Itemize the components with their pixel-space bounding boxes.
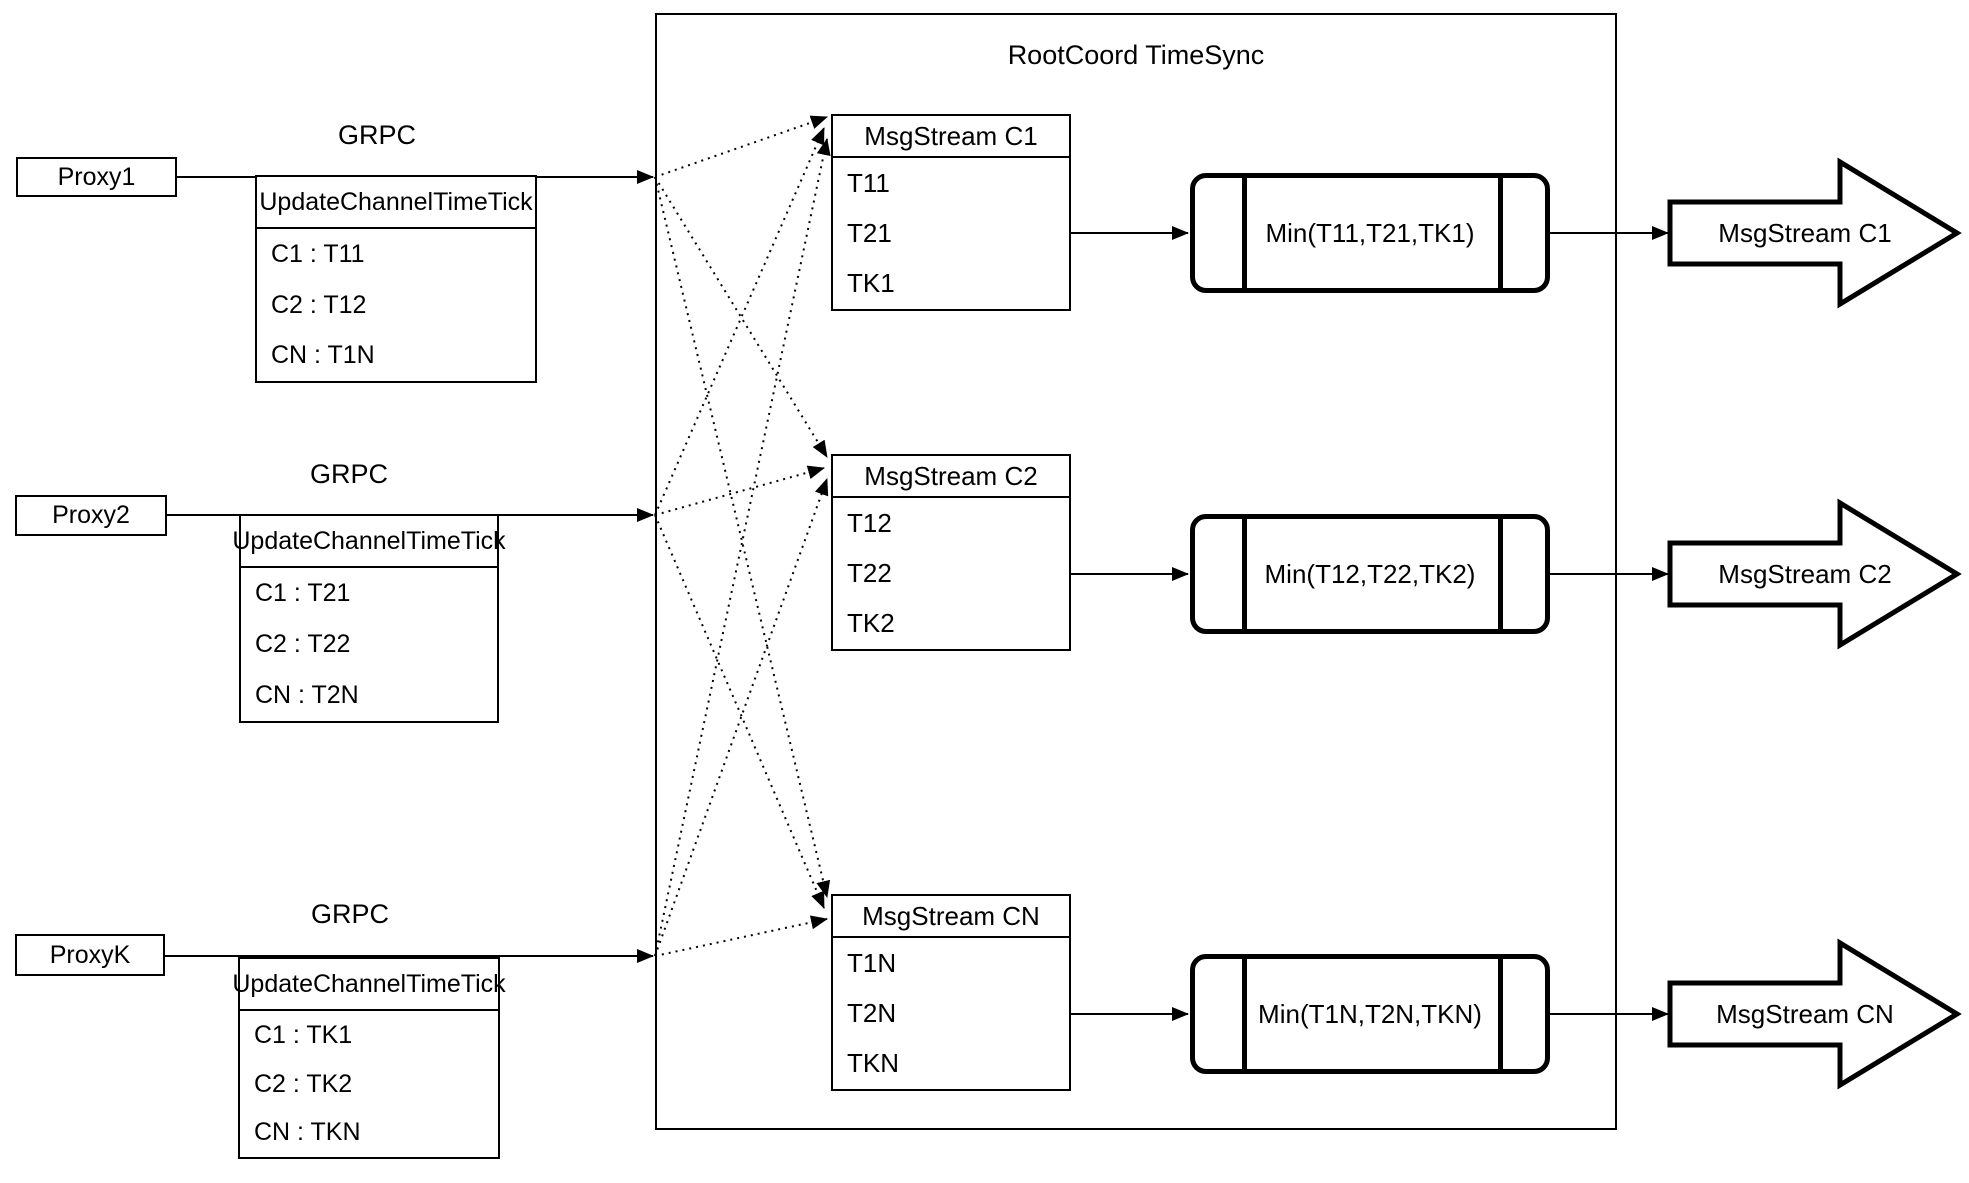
min-label: Min(T12,T22,TK2)	[1264, 558, 1476, 589]
table-row: C1 : T21	[255, 579, 351, 607]
table-header: UpdateChannelTimeTick	[257, 177, 535, 229]
table-row: C1 : T11	[271, 239, 365, 268]
output-arrow-shape-cn	[1667, 938, 1962, 1090]
table-row: C2 : TK2	[254, 1069, 353, 1098]
table-row: C1 : TK1	[254, 1020, 353, 1049]
min-box-c2: Min(T12,T22,TK2)	[1190, 514, 1550, 634]
proxy2-label: Proxy2	[52, 501, 130, 529]
table-row: TKN	[847, 1048, 899, 1079]
table-row: T22	[847, 557, 892, 588]
proxy1-box: Proxy1	[16, 157, 177, 197]
proxyk-label: ProxyK	[49, 940, 131, 969]
rootcoord-container	[655, 13, 1617, 1130]
table-header: MsgStream C2	[833, 456, 1069, 498]
msgstream-c1-table: MsgStream C1 T11 T21 TK1	[831, 114, 1071, 311]
output-arrow-label-c2: MsgStream C2	[1718, 558, 1892, 589]
grpc-label-1: GRPC	[337, 120, 417, 150]
timetick-fanout-lines	[654, 115, 831, 957]
proxyk-timetick-table: UpdateChannelTimeTick C1 : TK1 C2 : TK2 …	[232, 957, 506, 1159]
min-label: Min(T11,T21,TK1)	[1265, 217, 1475, 248]
grpc-label-2: GRPC	[309, 459, 389, 489]
table-header: UpdateChannelTimeTick	[232, 516, 506, 568]
min-label: Min(T1N,T2N,TKN)	[1258, 998, 1482, 1029]
table-header: UpdateChannelTimeTick	[232, 959, 506, 1011]
table-row: T21	[847, 217, 892, 248]
table-row: T1N	[847, 947, 897, 978]
output-arrow-shapes	[1667, 157, 1962, 1090]
table-row: T11	[847, 167, 890, 198]
table-row: TK1	[847, 268, 895, 299]
table-header: MsgStream CN	[833, 896, 1069, 938]
min-box-divider	[1498, 519, 1503, 629]
min-box-c1: Min(T11,T21,TK1)	[1190, 173, 1550, 293]
min-box-divider	[1242, 178, 1247, 288]
table-header: MsgStream C1	[833, 116, 1069, 158]
grpc-label-3: GRPC	[310, 899, 390, 929]
min-box-divider	[1498, 178, 1503, 288]
table-row: CN : TKN	[254, 1118, 361, 1147]
min-box-divider	[1498, 959, 1503, 1069]
msgstream-cn-table: MsgStream CN T1N T2N TKN	[831, 894, 1071, 1091]
rootcoord-title: RootCoord TimeSync	[1007, 40, 1265, 70]
table-row: C2 : T22	[255, 630, 351, 658]
proxy2-timetick-table: UpdateChannelTimeTick C1 : T21 C2 : T22 …	[232, 514, 506, 723]
msgstream-c2-table: MsgStream C2 T12 T22 TK2	[831, 454, 1071, 651]
table-row: T12	[847, 507, 892, 538]
min-box-divider	[1242, 959, 1247, 1069]
proxy2-box: Proxy2	[15, 495, 167, 536]
min-box-divider	[1242, 519, 1247, 629]
output-arrow-label-c1: MsgStream C1	[1718, 217, 1892, 248]
proxy1-label: Proxy1	[57, 162, 136, 191]
output-arrow-shape-c1	[1667, 157, 1962, 309]
table-row: TK2	[847, 608, 895, 639]
output-arrow-shape-c2	[1667, 498, 1962, 650]
table-row: CN : T1N	[271, 341, 375, 370]
proxyk-box: ProxyK	[15, 934, 165, 976]
table-row: CN : T2N	[255, 681, 359, 709]
output-arrow-label-cn: MsgStream CN	[1716, 998, 1894, 1029]
pipeline-connector-lines	[1071, 226, 1669, 1021]
proxy1-timetick-table: UpdateChannelTimeTick C1 : T11 C2 : T12 …	[255, 175, 537, 383]
min-box-cn: Min(T1N,T2N,TKN)	[1190, 954, 1550, 1074]
table-row: C2 : T12	[271, 290, 367, 319]
table-row: T2N	[847, 997, 897, 1028]
